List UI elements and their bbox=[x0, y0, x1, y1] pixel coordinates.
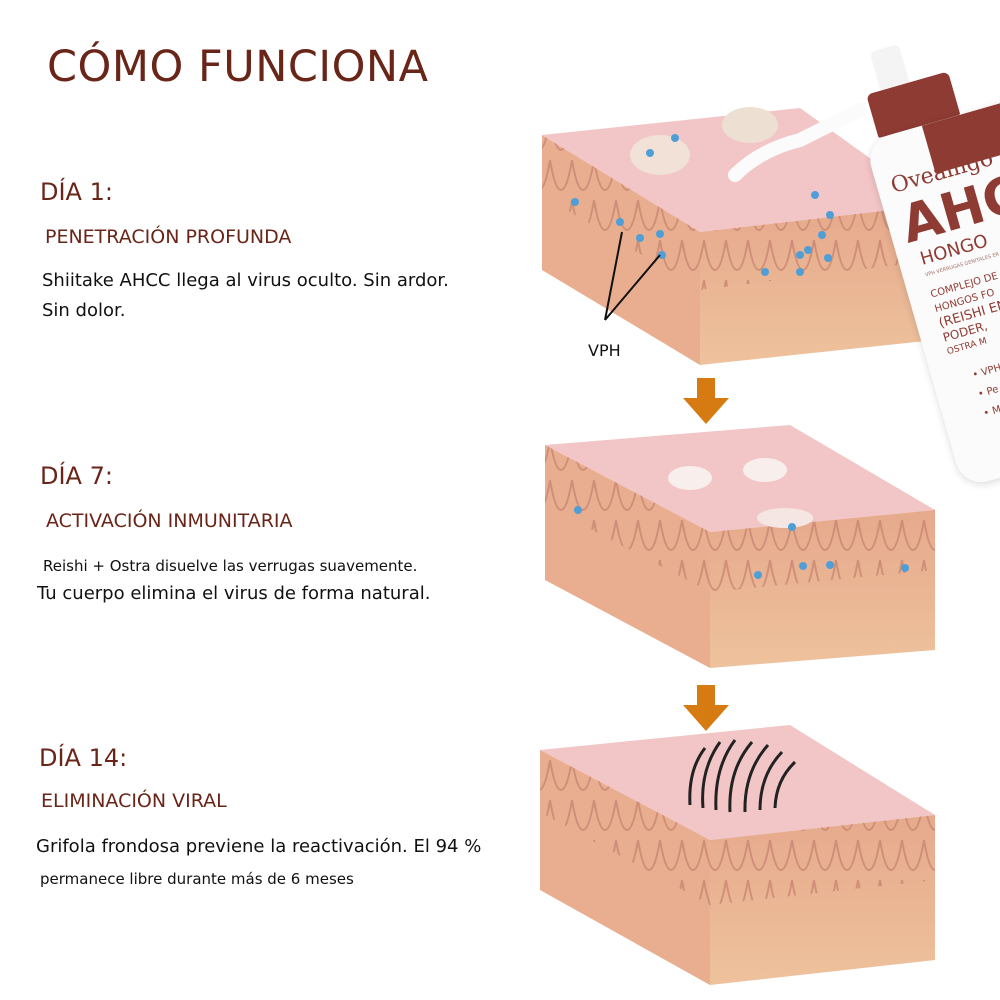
step-1-text-1: Shiitake AHCC llega al virus oculto. Sin… bbox=[42, 270, 449, 291]
step-2-subtitle: ACTIVACIÓN INMUNITARIA bbox=[46, 510, 293, 532]
step-2-day: DÍA 7: bbox=[40, 462, 113, 490]
hair-strands bbox=[688, 739, 797, 813]
skin-block-day-14 bbox=[540, 725, 935, 985]
step-1-subtitle: PENETRACIÓN PROFUNDA bbox=[45, 226, 292, 248]
step-2-text-1: Reishi + Ostra disuelve las verrugas sua… bbox=[43, 557, 418, 575]
virus-particles bbox=[571, 134, 834, 276]
skin-block-day-1 bbox=[542, 103, 935, 365]
step-2-text-2: Tu cuerpo elimina el virus de forma natu… bbox=[37, 583, 431, 604]
skin-block-day-7 bbox=[545, 425, 935, 668]
arrow-down-icon bbox=[683, 378, 729, 424]
virus-label: VPH bbox=[588, 341, 621, 360]
step-1-day: DÍA 1: bbox=[40, 178, 113, 206]
page-title: CÓMO FUNCIONA bbox=[47, 42, 429, 92]
product-bullets: • VPH • Pe • M bbox=[971, 362, 1000, 420]
step-3-day: DÍA 14: bbox=[39, 744, 128, 772]
step-3-text-1: Grifola frondosa previene la reactivació… bbox=[36, 836, 482, 857]
arrow-down-icon bbox=[683, 685, 729, 731]
step-1-text-2: Sin dolor. bbox=[42, 300, 126, 321]
step-3-subtitle: ELIMINACIÓN VIRAL bbox=[41, 790, 227, 812]
step-3-text-2: permanece libre durante más de 6 meses bbox=[40, 870, 354, 888]
